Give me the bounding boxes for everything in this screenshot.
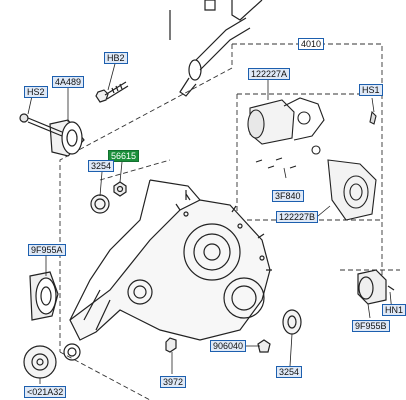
- part-label-4010[interactable]: 4010: [298, 38, 325, 50]
- part-label-906040[interactable]: 906040: [210, 340, 247, 352]
- bush-4a489: [19, 113, 85, 157]
- plugs: [165, 337, 271, 353]
- dashed-assembly-outlines: [59, 43, 400, 400]
- part-label-hb2[interactable]: HB2: [104, 52, 128, 64]
- part-label-3254-bottom[interactable]: 3254: [276, 366, 303, 378]
- part-label-021a32[interactable]: <021A32: [24, 386, 67, 398]
- differential-housing: [69, 179, 272, 341]
- drive-shaft-bracket: [169, 0, 263, 97]
- part-label-122227b[interactable]: 122227B: [276, 211, 319, 223]
- actuator-assembly: [247, 97, 377, 221]
- part-label-9f955a[interactable]: 9F955A: [28, 244, 66, 256]
- part-label-9f955b[interactable]: 9F955B: [352, 320, 390, 332]
- leader-lines: [27, 44, 393, 384]
- nut-and-seal-left: [90, 181, 127, 214]
- part-label-hn1[interactable]: HN1: [382, 304, 406, 316]
- part-label-4a489[interactable]: 4A489: [52, 76, 85, 88]
- right-seal-and-bush: [282, 269, 395, 335]
- part-label-3254-top[interactable]: 3254: [88, 160, 115, 172]
- bolt-hb2: [95, 81, 129, 103]
- flange-021a32: [23, 343, 81, 379]
- part-label-3f840[interactable]: 3F840: [272, 190, 304, 202]
- left-bush-9f955a: [29, 271, 59, 321]
- part-label-122227a[interactable]: 122227A: [248, 68, 291, 80]
- part-label-hs1[interactable]: HS1: [359, 84, 383, 96]
- part-label-3972[interactable]: 3972: [160, 376, 187, 388]
- part-label-56615[interactable]: 56615: [108, 150, 140, 162]
- part-label-hs2[interactable]: HS2: [24, 86, 48, 98]
